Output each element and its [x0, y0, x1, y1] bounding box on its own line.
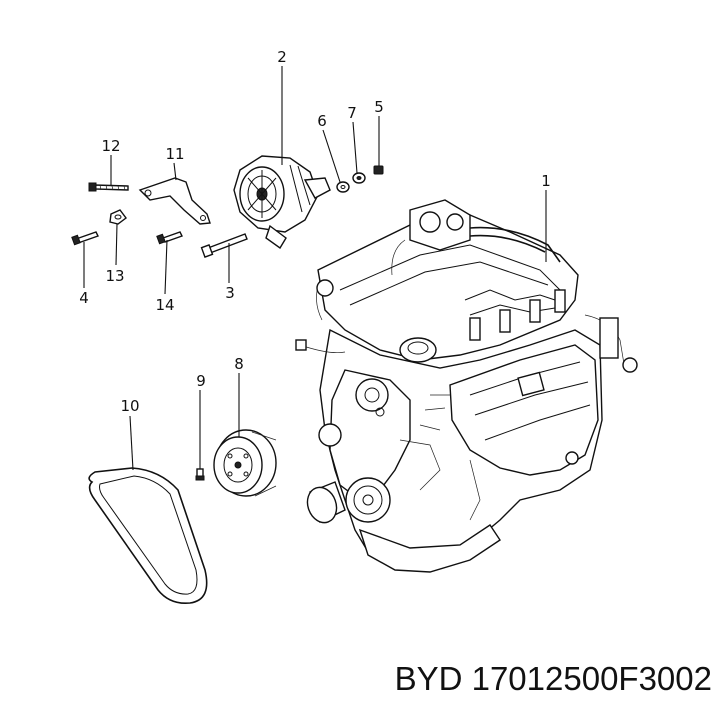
- leader-11: [173, 162, 177, 181]
- bolt-4: [71, 231, 99, 246]
- nut-7: [352, 172, 366, 184]
- leader-6: [322, 129, 341, 183]
- alternator: [233, 155, 331, 250]
- callout-2: 2: [277, 48, 287, 66]
- callout-13: 13: [105, 267, 124, 285]
- washer-6: [336, 181, 350, 193]
- engine-assembly: [295, 199, 638, 573]
- callout-10: 10: [120, 397, 139, 415]
- part-number-caption: BYD 17012500F3002: [394, 660, 712, 697]
- belt-10: [88, 467, 208, 605]
- callout-6: 6: [317, 112, 327, 130]
- callout-5: 5: [374, 98, 384, 116]
- nut-5: [373, 165, 384, 175]
- callout-1: 1: [541, 172, 551, 190]
- leader-lines: [83, 66, 547, 471]
- leader-14: [164, 239, 168, 295]
- bracket-11: [138, 177, 211, 225]
- nut-13: [109, 209, 127, 225]
- leader-10: [129, 415, 134, 471]
- bolt-3: [200, 233, 248, 258]
- callout-8: 8: [234, 355, 244, 373]
- callout-9: 9: [196, 372, 206, 390]
- callout-14: 14: [155, 296, 174, 314]
- callout-7: 7: [347, 104, 357, 122]
- pulley-8: [213, 429, 277, 497]
- bolt-14: [156, 231, 183, 245]
- callout-3: 3: [225, 284, 235, 302]
- leader-7: [352, 121, 358, 174]
- leader-13: [115, 223, 118, 266]
- callout-11: 11: [165, 145, 184, 163]
- bolt-9: [195, 468, 205, 481]
- callout-12: 12: [101, 137, 120, 155]
- callout-numbers: 1 2 3 4 5 6 7 8 9 10 11 12 13 14: [79, 48, 551, 415]
- callout-4: 4: [79, 289, 89, 307]
- bolt-12: [88, 182, 129, 192]
